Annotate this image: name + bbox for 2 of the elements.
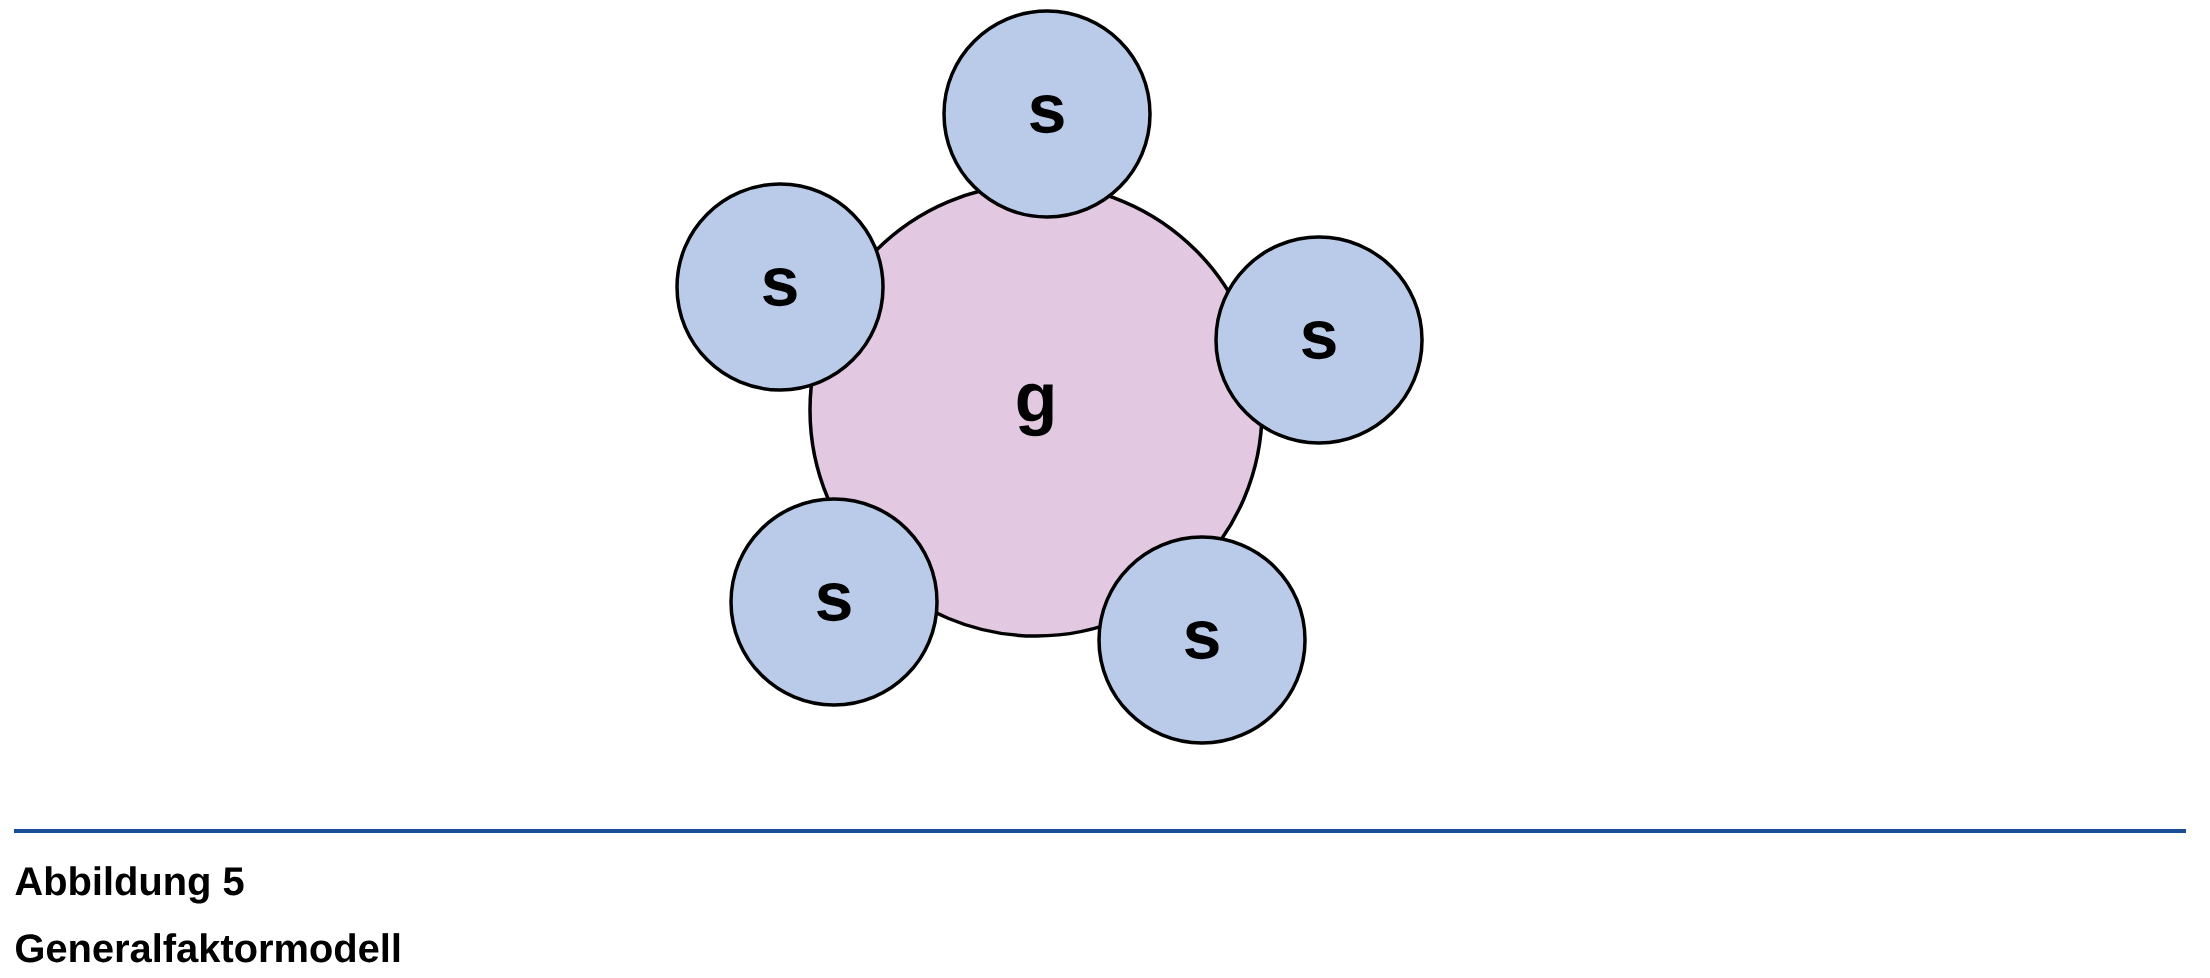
figure-title: Abbildung 5: [15, 866, 244, 904]
figure-caption: Generalfaktormodell: [16, 933, 400, 963]
